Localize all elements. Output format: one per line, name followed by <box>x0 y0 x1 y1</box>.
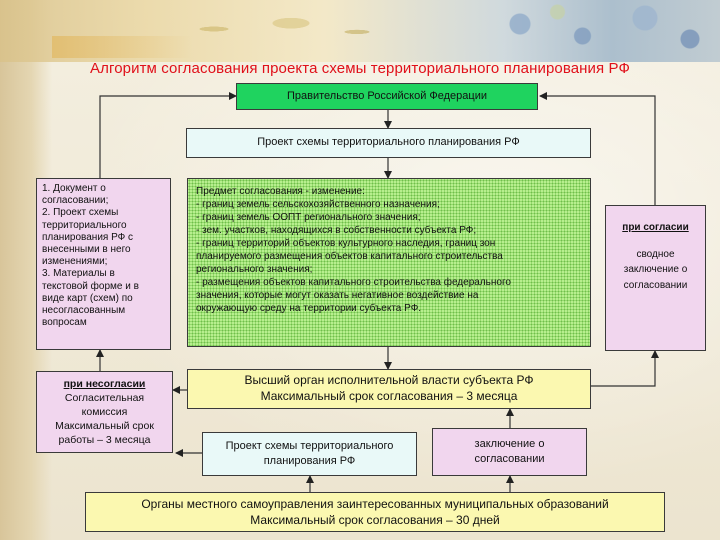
agreement-line: заключение о <box>623 264 688 275</box>
subject-item: окружающую среду на территории субъекта … <box>196 303 422 314</box>
subject-heading: Предмет согласования - изменение: <box>196 186 365 197</box>
agreement-heading: при согласии <box>622 222 689 233</box>
documents-line: изменениями; <box>42 256 108 268</box>
agreement-line: сводное <box>636 248 675 260</box>
documents-line: несогласованным <box>42 304 126 316</box>
executive-body-label: Высший орган исполнительной власти субъе… <box>244 373 534 388</box>
gold-decor <box>52 36 192 58</box>
local-government-label: Органы местного самоуправления заинтерес… <box>141 496 609 511</box>
commission-line: комиссия <box>81 405 128 418</box>
local-government-box: Органы местного самоуправления заинтерес… <box>85 492 665 532</box>
diagram-title: Алгоритм согласования проекта схемы терр… <box>90 60 630 77</box>
documents-line: виде карт (схем) по <box>42 292 133 304</box>
agreement-line: согласовании <box>623 279 688 291</box>
documents-line: 1. Документ о <box>42 183 106 194</box>
project-mid-line: планирования РФ <box>263 455 356 467</box>
commission-box: при несогласии Согласительная комиссия М… <box>36 371 173 453</box>
project-top-box: Проект схемы территориального планирован… <box>186 128 591 158</box>
commission-line: Согласительная <box>64 391 145 404</box>
subject-item: регионального значения; <box>196 264 313 275</box>
project-top-label: Проект схемы территориального планирован… <box>257 136 520 149</box>
executive-body-box: Высший орган исполнительной власти субъе… <box>187 369 591 409</box>
subject-item: - размещения объектов капитального строи… <box>196 277 511 288</box>
documents-line: внесенными в него <box>42 243 131 255</box>
agreement-box: при согласии сводное заключение о соглас… <box>605 205 706 351</box>
executive-body-deadline: Максимальный срок согласования – 3 месяц… <box>260 389 518 403</box>
subject-item: значения, которые могут оказать негативн… <box>196 290 479 301</box>
commission-line: Максимальный срок <box>55 420 154 433</box>
documents-line: территориального <box>42 219 127 231</box>
commission-line: работы – 3 месяца <box>58 434 151 447</box>
project-mid-box: Проект схемы территориального планирован… <box>202 432 417 476</box>
subject-item: - зем. участков, находящихся в собственн… <box>196 225 477 236</box>
project-mid-line: Проект схемы территориального <box>225 439 394 452</box>
local-government-deadline: Максимальный срок согласования – 30 дней <box>250 513 500 527</box>
conclusion-box: заключение о согласовании <box>432 428 587 476</box>
government-box: Правительство Российской Федерации <box>236 83 538 110</box>
documents-line: вопросам <box>42 317 87 329</box>
subject-item: планируемого размещения объектов капитал… <box>196 251 503 262</box>
flowers-decor <box>470 0 720 60</box>
conclusion-line: согласовании <box>474 453 545 465</box>
subject-item: - границ земель ООПТ регионального значе… <box>196 212 421 223</box>
leaves-decor <box>170 0 390 58</box>
subject-box: Предмет согласования - изменение: - гран… <box>187 178 591 347</box>
commission-heading: при несогласии <box>63 377 146 390</box>
conclusion-line: заключение о <box>474 437 545 450</box>
documents-line: согласовании; <box>42 195 109 207</box>
subject-item: - границ земель сельскохозяйственного на… <box>196 199 440 210</box>
government-label: Правительство Российской Федерации <box>287 89 487 102</box>
documents-list-box: 1. Документ о согласовании; 2. Проект сх… <box>36 178 171 350</box>
documents-line: планирования РФ с <box>42 231 134 243</box>
documents-line: 3. Материалы в <box>42 268 115 280</box>
subject-item: - границ территорий объектов культурного… <box>196 238 496 249</box>
documents-line: 2. Проект схемы <box>42 207 119 219</box>
documents-line: текстовой форме и в <box>42 280 139 292</box>
